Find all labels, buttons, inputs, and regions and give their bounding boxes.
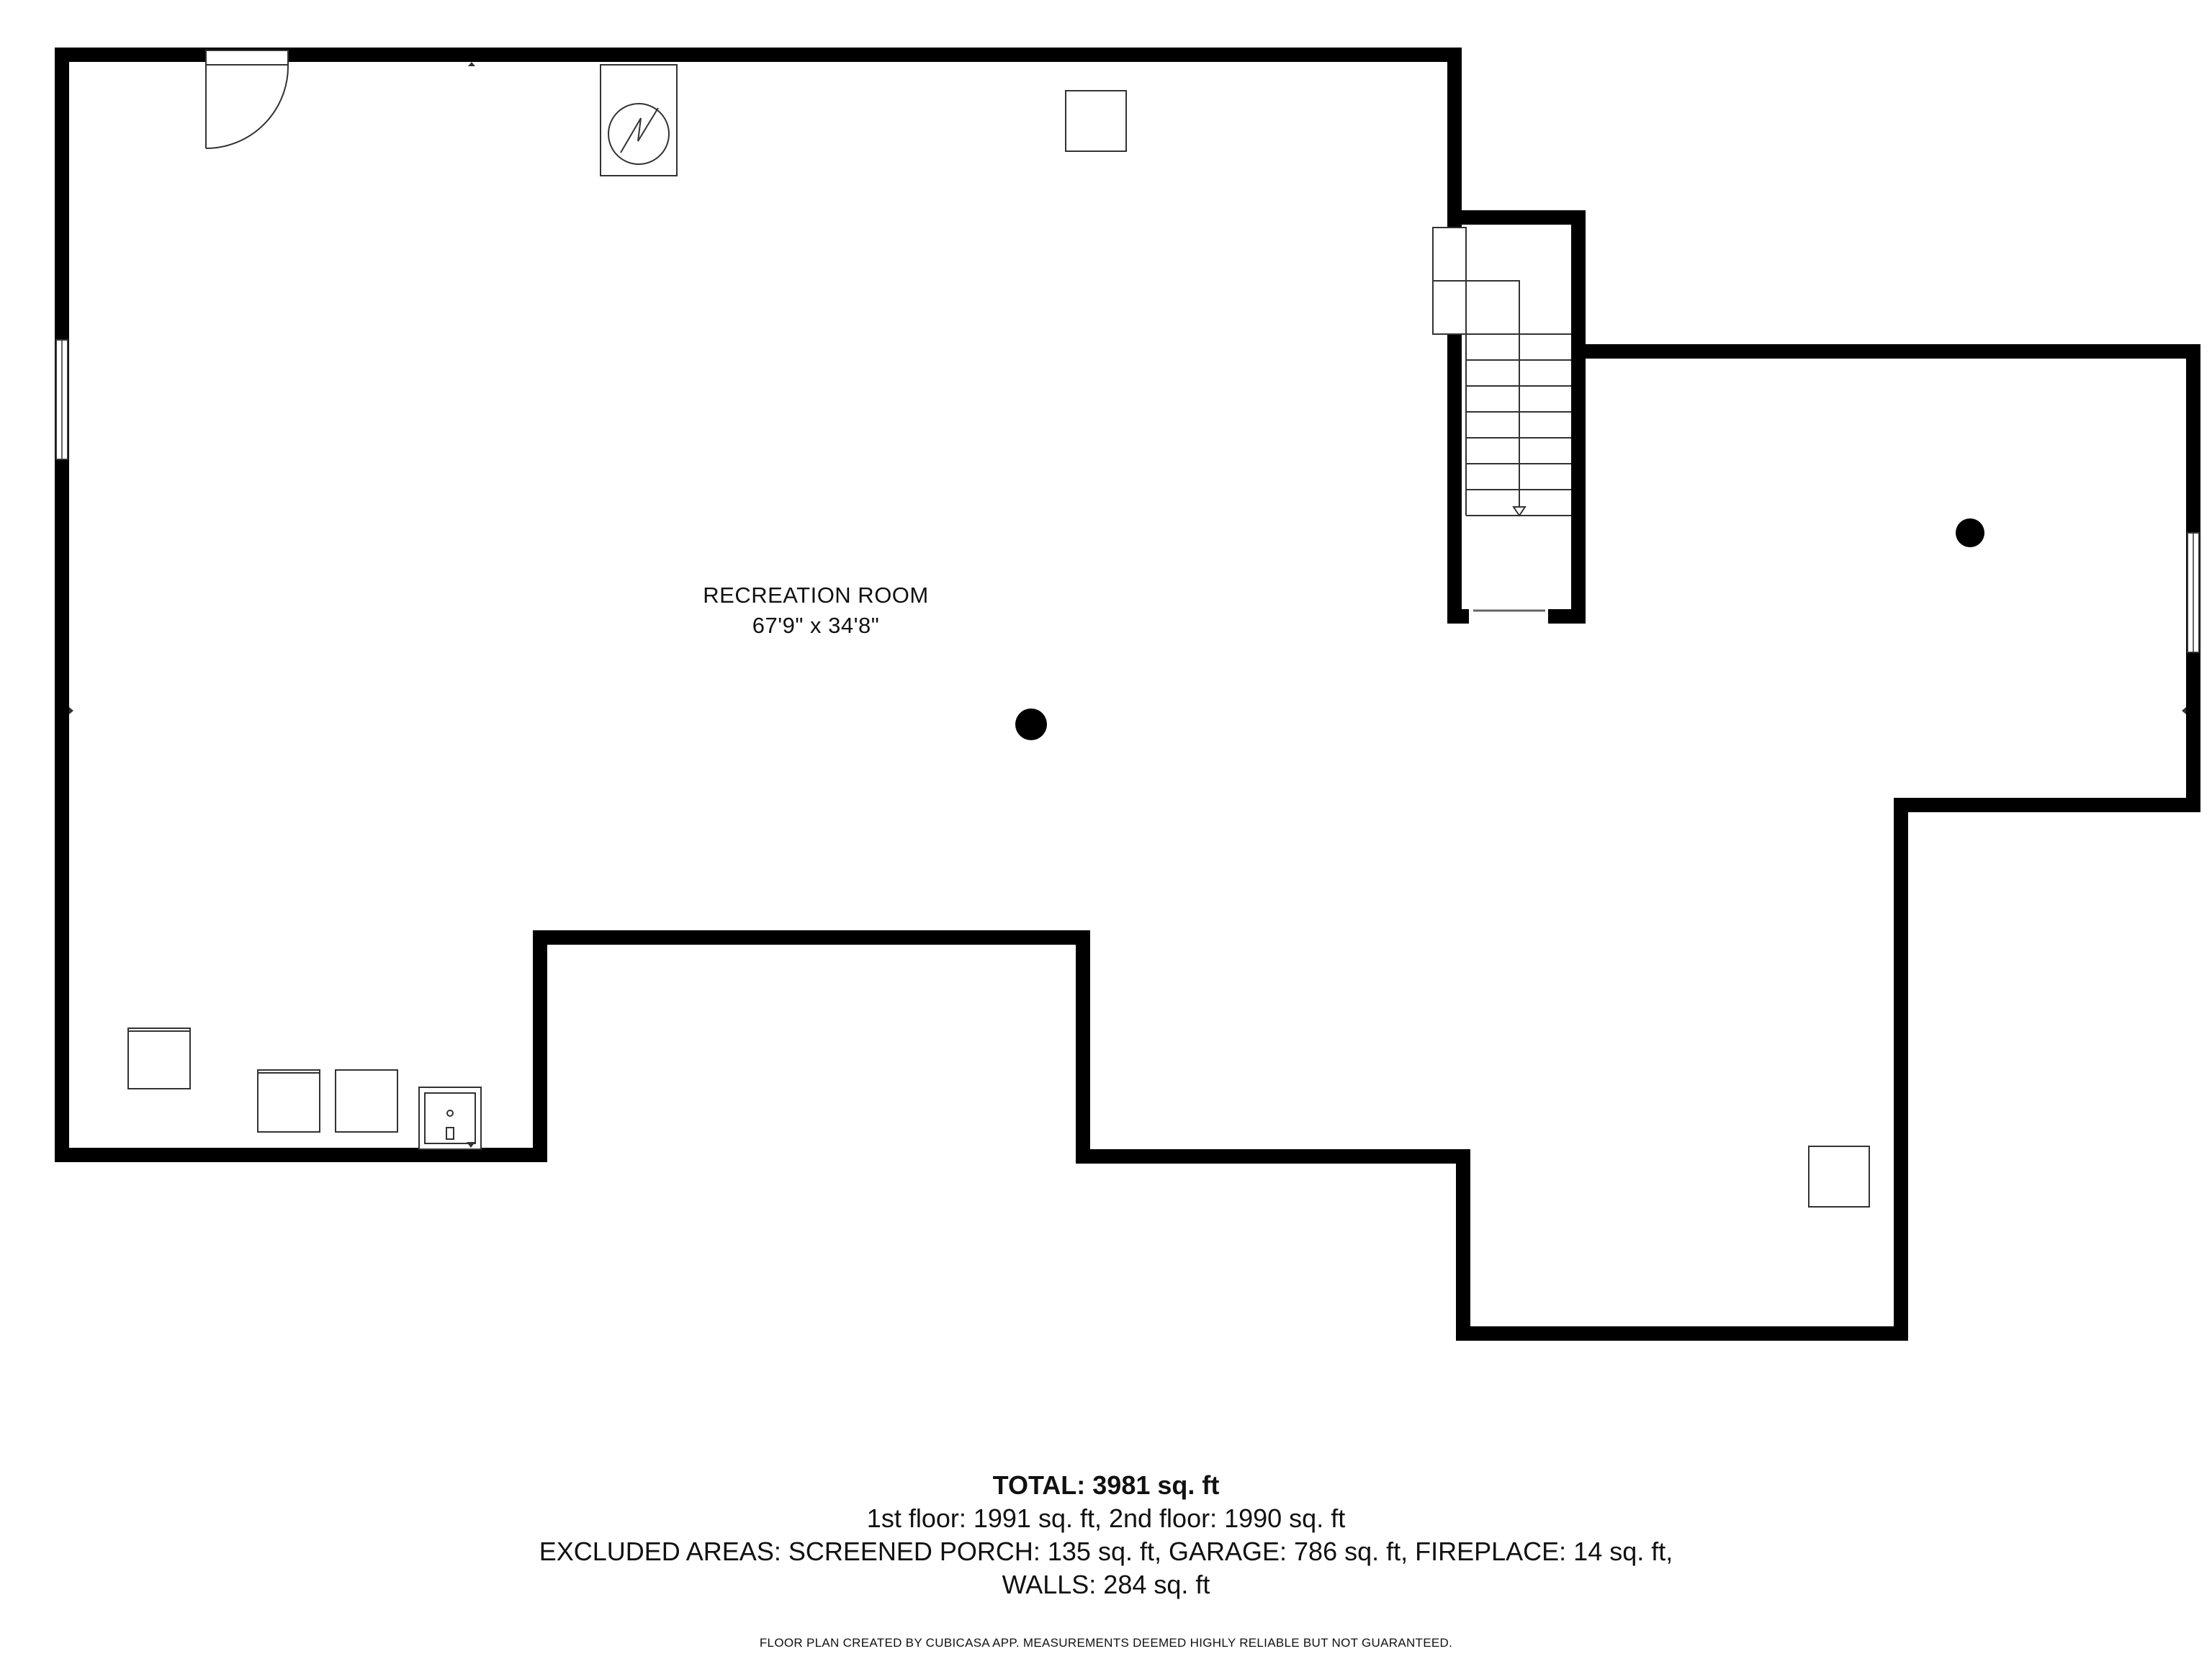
room-name: RECREATION ROOM xyxy=(703,583,929,608)
utility-sink-icon xyxy=(418,1087,482,1150)
washer-icon xyxy=(127,1028,191,1089)
disclaimer: FLOOR PLAN CREATED BY CUBICASA APP. MEAS… xyxy=(759,1636,1453,1650)
stairwell-walls xyxy=(1447,217,1586,624)
storage-box-icon xyxy=(335,1069,398,1133)
total-area: TOTAL: 3981 sq. ft xyxy=(992,1470,1220,1500)
room-label: RECREATION ROOM 67'9" x 34'8" xyxy=(703,580,929,641)
support-column-icon xyxy=(1956,518,1984,547)
area-summary: TOTAL: 3981 sq. ft 1st floor: 1991 sq. f… xyxy=(0,1469,2212,1601)
wall-marker-icon xyxy=(69,62,2186,1148)
door-icon xyxy=(205,50,289,149)
water-heater-icon xyxy=(600,64,678,176)
excluded-areas: EXCLUDED AREAS: SCREENED PORCH: 135 sq. … xyxy=(539,1537,1673,1566)
dryer-icon xyxy=(257,1069,320,1133)
support-column-icon xyxy=(1015,709,1047,740)
stairs xyxy=(1432,227,1571,517)
room-dimensions: 67'9" x 34'8" xyxy=(752,613,880,638)
fixture-box-icon xyxy=(1808,1146,1870,1208)
exterior-wall xyxy=(55,48,2200,1341)
fixture-box-icon xyxy=(1065,90,1127,152)
floor-areas: 1st floor: 1991 sq. ft, 2nd floor: 1990 … xyxy=(866,1503,1346,1533)
wall-area: WALLS: 284 sq. ft xyxy=(1002,1570,1210,1599)
